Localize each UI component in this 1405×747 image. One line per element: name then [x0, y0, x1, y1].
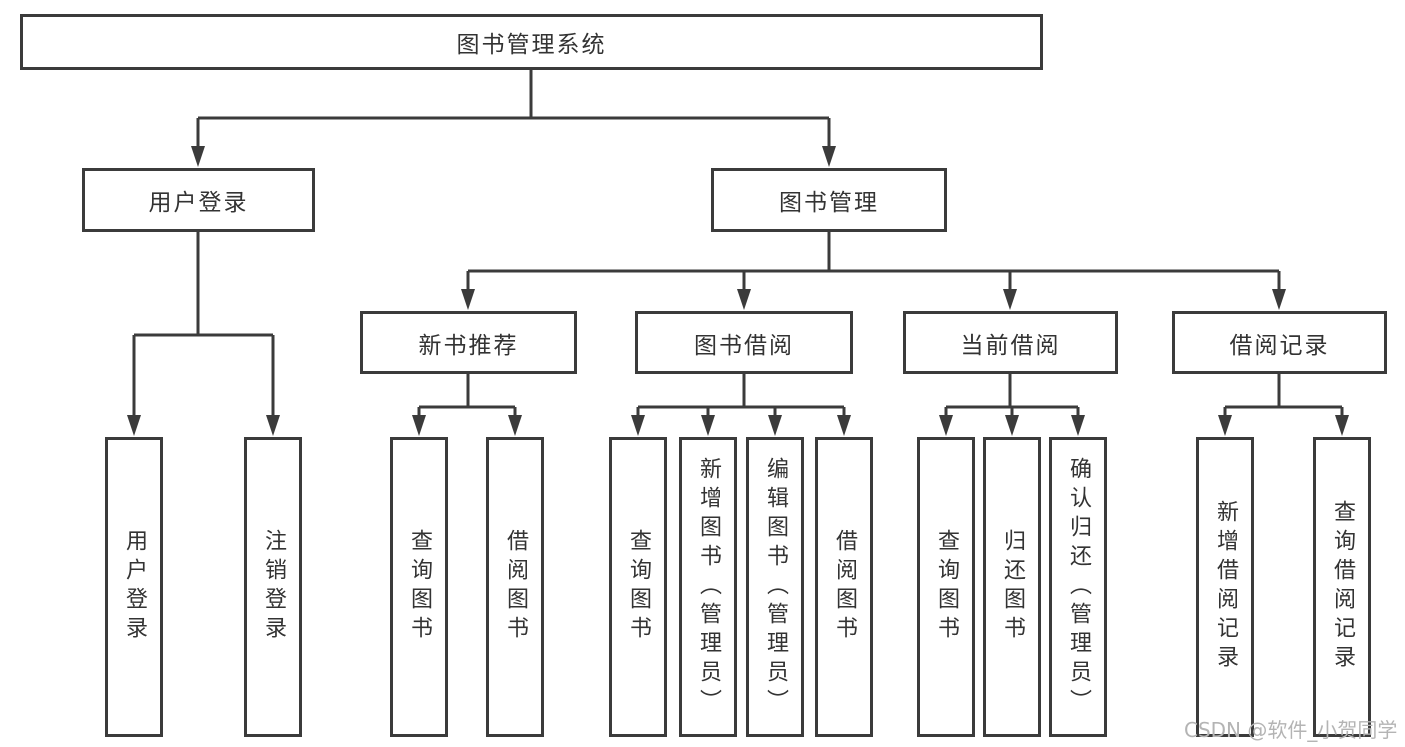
connector-new-book-recommendation-to-children — [412, 373, 522, 436]
connector-root-to-level2 — [191, 69, 836, 167]
connector-current-borrowing-to-children — [939, 373, 1085, 436]
leaf-records-add-record: 新增借阅记录 — [1196, 437, 1254, 737]
leaf-current-return-books: 归还图书 — [983, 437, 1041, 737]
leaf-borrowing-borrow-books: 借阅图书 — [815, 437, 873, 737]
leaf-user-login: 用户登录 — [105, 437, 163, 737]
leaf-current-query-books: 查询图书 — [917, 437, 975, 737]
leaf-borrowing-edit-book-admin: 编辑图书（管理员） — [746, 437, 804, 737]
node-book-management: 图书管理 — [711, 168, 947, 232]
leaf-current-confirm-return-admin: 确认归还（管理员） — [1049, 437, 1107, 737]
leaf-borrowing-add-book-admin: 新增图书（管理员） — [679, 437, 737, 737]
leaf-borrowing-query-books: 查询图书 — [609, 437, 667, 737]
connector-user-login-to-children — [127, 231, 280, 436]
connector-borrowing-records-to-children — [1218, 373, 1349, 436]
leaf-records-query-record: 查询借阅记录 — [1313, 437, 1371, 737]
watermark: CSDN @软件_小贺同学 — [1184, 718, 1398, 742]
node-user-login: 用户登录 — [82, 168, 315, 232]
connector-book-borrowing-to-children — [631, 373, 851, 436]
leaf-recommend-query-books: 查询图书 — [390, 437, 448, 737]
leaf-recommend-borrow-books: 借阅图书 — [486, 437, 544, 737]
node-book-borrowing: 图书借阅 — [635, 311, 853, 374]
leaf-logout: 注销登录 — [244, 437, 302, 737]
node-root: 图书管理系统 — [20, 14, 1043, 70]
node-new-book-recommendation: 新书推荐 — [360, 311, 577, 374]
connector-book-management-to-level3 — [461, 231, 1286, 310]
node-current-borrowing: 当前借阅 — [903, 311, 1118, 374]
node-borrowing-records: 借阅记录 — [1172, 311, 1387, 374]
